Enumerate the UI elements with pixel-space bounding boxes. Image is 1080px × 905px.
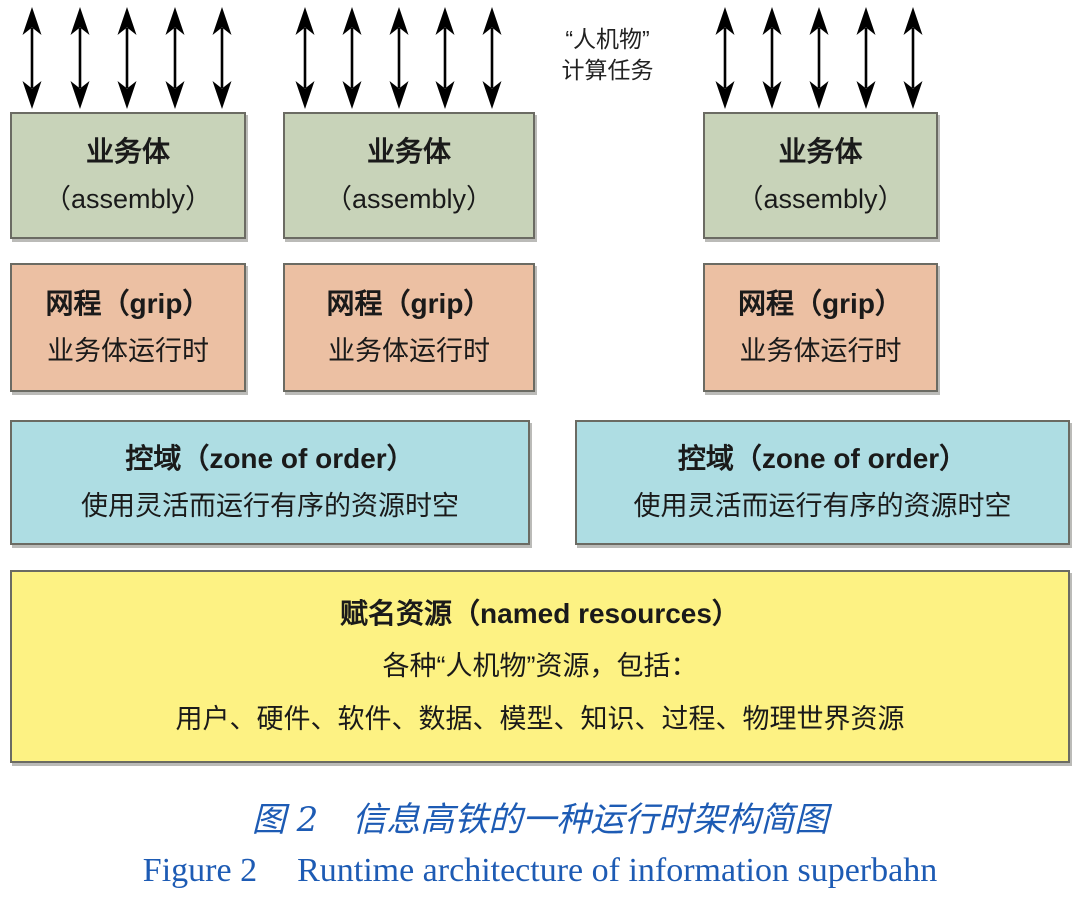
double-arrow-icon <box>760 6 784 110</box>
zone-box-2: 控域（zone of order） 使用灵活而运行有序的资源时空 <box>575 420 1070 545</box>
double-arrow-icon <box>901 6 925 110</box>
zone-box-subtitle: 使用灵活而运行有序的资源时空 <box>633 491 1012 522</box>
figure-caption-english-text: Runtime architecture of information supe… <box>297 852 938 889</box>
task-arrows-group-2 <box>293 6 504 110</box>
double-arrow-icon <box>115 6 139 110</box>
assembly-box-subtitle: （assembly） <box>43 184 213 215</box>
double-arrow-icon <box>68 6 92 110</box>
grip-box-title: 网程（grip） <box>45 288 211 320</box>
double-arrow-icon <box>210 6 234 110</box>
computing-task-label: “人机物” 计算任务 <box>545 24 670 86</box>
grip-box-subtitle: 业务体运行时 <box>739 336 902 367</box>
assembly-box-title: 业务体 <box>778 136 863 168</box>
computing-task-label-line1: “人机物” <box>565 26 650 52</box>
double-arrow-icon <box>713 6 737 110</box>
task-arrows-group-3 <box>713 6 925 110</box>
assembly-box-subtitle: （assembly） <box>324 184 494 215</box>
grip-box-title: 网程（grip） <box>738 288 903 320</box>
task-arrows-group-1 <box>20 6 234 110</box>
zone-box-subtitle: 使用灵活而运行有序的资源时空 <box>81 491 459 522</box>
double-arrow-icon <box>340 6 364 110</box>
double-arrow-icon <box>854 6 878 110</box>
double-arrow-icon <box>20 6 44 110</box>
named-resources-box: 赋名资源（named resources） 各种“人机物”资源，包括： 用户、硬… <box>10 570 1070 763</box>
computing-task-label-line2: 计算任务 <box>561 57 654 83</box>
grip-box-subtitle: 业务体运行时 <box>47 336 209 367</box>
named-resources-title: 赋名资源（named resources） <box>340 597 740 629</box>
double-arrow-icon <box>163 6 187 110</box>
double-arrow-icon <box>807 6 831 110</box>
double-arrow-icon <box>387 6 411 110</box>
double-arrow-icon <box>293 6 317 110</box>
assembly-box-title: 业务体 <box>85 136 170 168</box>
double-arrow-icon <box>433 6 457 110</box>
figure-caption-english: Figure 2 Runtime architecture of informa… <box>0 852 1080 890</box>
double-arrow-icon <box>480 6 504 110</box>
zone-box-title: 控域（zone of order） <box>125 443 415 475</box>
figure-caption-chinese: 图 2 信息高铁的一种运行时架构简图 <box>251 800 829 840</box>
assembly-box-subtitle: （assembly） <box>736 184 905 215</box>
assembly-box-3: 业务体 （assembly） <box>703 112 938 239</box>
zone-box-1: 控域（zone of order） 使用灵活而运行有序的资源时空 <box>10 420 530 545</box>
named-resources-line2: 各种“人机物”资源，包括： <box>382 651 698 682</box>
assembly-box-1: 业务体 （assembly） <box>10 112 246 239</box>
grip-box-subtitle: 业务体运行时 <box>328 336 490 367</box>
figure-caption-english-prefix: Figure 2 <box>142 852 258 889</box>
assembly-box-title: 业务体 <box>366 136 451 168</box>
zone-box-title: 控域（zone of order） <box>677 443 968 475</box>
grip-box-2: 网程（grip） 业务体运行时 <box>283 263 535 392</box>
grip-box-title: 网程（grip） <box>326 288 492 320</box>
grip-box-1: 网程（grip） 业务体运行时 <box>10 263 246 392</box>
grip-box-3: 网程（grip） 业务体运行时 <box>703 263 938 392</box>
named-resources-line3: 用户、硬件、软件、数据、模型、知识、过程、物理世界资源 <box>175 704 905 735</box>
assembly-box-2: 业务体 （assembly） <box>283 112 535 239</box>
